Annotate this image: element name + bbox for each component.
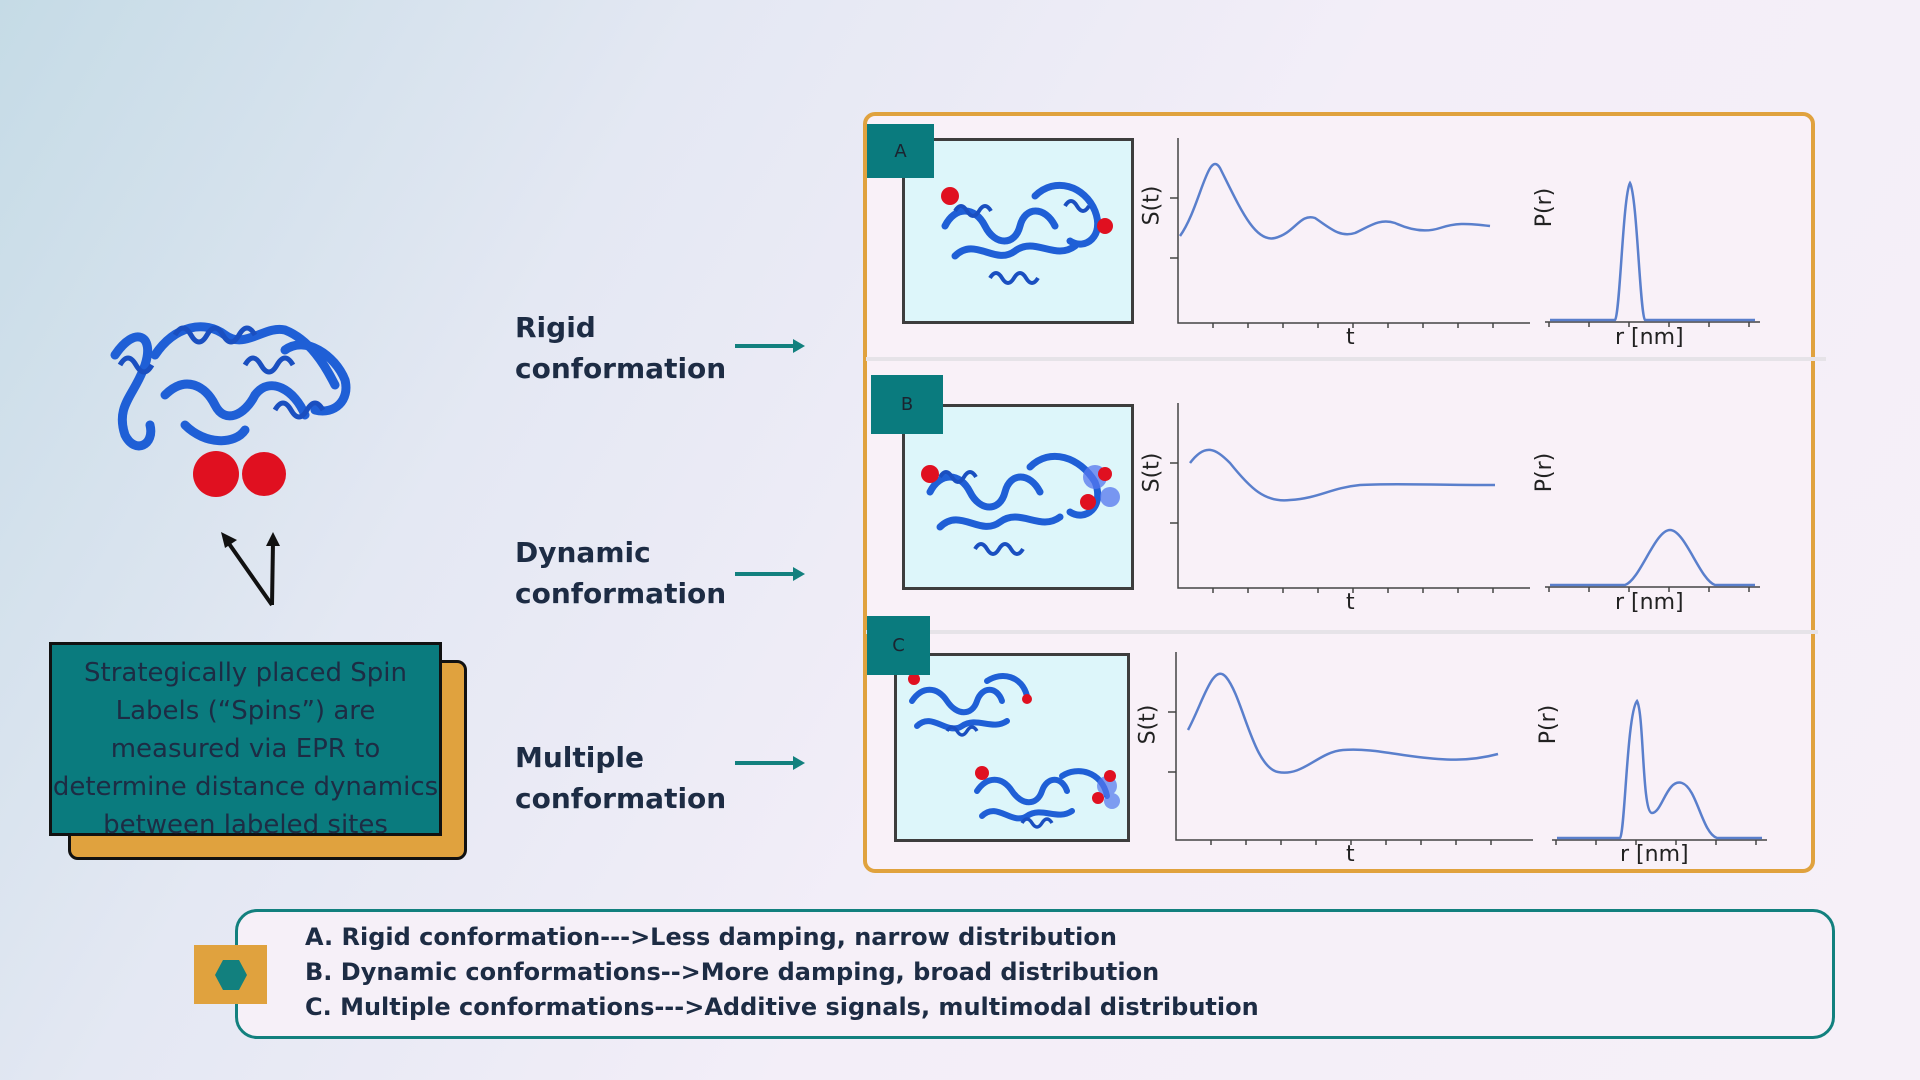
axis-label-r-a: r [nm] [1615, 325, 1684, 350]
spin-label-icon [193, 451, 286, 497]
axis-label-signal-b: S(t) [1139, 452, 1165, 493]
axis-label-signal-a: S(t) [1139, 185, 1165, 226]
caption-text: Strategically placed Spin Labels (“Spins… [52, 658, 439, 840]
axis-label-r-c: r [nm] [1620, 842, 1689, 867]
axis-label-time-a: t [1346, 325, 1355, 350]
protein-ribbon-icon [908, 673, 1120, 829]
protein-ribbon-icon [110, 322, 351, 451]
panel-divider [866, 357, 1826, 361]
legend-line-b: B. Dynamic conformations-->More damping,… [305, 958, 1160, 986]
axis-label-prob-c: P(r) [1536, 704, 1562, 745]
axis-label-r-b: r [nm] [1615, 590, 1684, 615]
legend-line-a: A. Rigid conformation--->Less damping, n… [305, 923, 1117, 951]
axis-label-prob-a: P(r) [1532, 187, 1558, 228]
protein-box-b [902, 404, 1134, 590]
panel-divider [866, 630, 1818, 634]
legend-icon-box [194, 945, 267, 1004]
hexagon-icon [215, 960, 247, 990]
panel-badge-a: A [867, 124, 934, 178]
arrow-icon [735, 756, 805, 770]
distribution-plot-b [1545, 528, 1760, 592]
signal-plot-a [1170, 138, 1530, 328]
protein-box-a [902, 138, 1134, 324]
protein-ribbon-icon [941, 181, 1113, 285]
protein-box-c [894, 653, 1130, 842]
legend-box [235, 909, 1835, 1039]
distribution-plot-c [1552, 698, 1767, 845]
signal-plot-b [1170, 403, 1530, 593]
arrow-icon [735, 339, 805, 353]
panel-badge-c: C [867, 616, 930, 675]
arrow-icon [735, 567, 805, 581]
signal-plot-c [1168, 652, 1533, 845]
conformation-label-multiple: Multiple conformation [515, 741, 727, 815]
protein-ribbon-icon [921, 452, 1120, 556]
caption-box: Strategically placed Spin Labels (“Spins… [49, 642, 442, 840]
arrow-icon [221, 532, 280, 607]
legend-line-c: C. Multiple conformations--->Additive si… [305, 993, 1259, 1021]
axis-label-prob-b: P(r) [1532, 452, 1558, 493]
axis-label-time-b: t [1346, 590, 1355, 615]
conformation-label-rigid: Rigid conformation [515, 311, 727, 385]
distribution-plot-a [1545, 180, 1760, 327]
axis-label-signal-c: S(t) [1135, 704, 1161, 745]
conformation-label-dynamic: Dynamic conformation [515, 536, 727, 610]
panel-badge-b: B [871, 375, 943, 434]
axis-label-time-c: t [1346, 842, 1355, 867]
